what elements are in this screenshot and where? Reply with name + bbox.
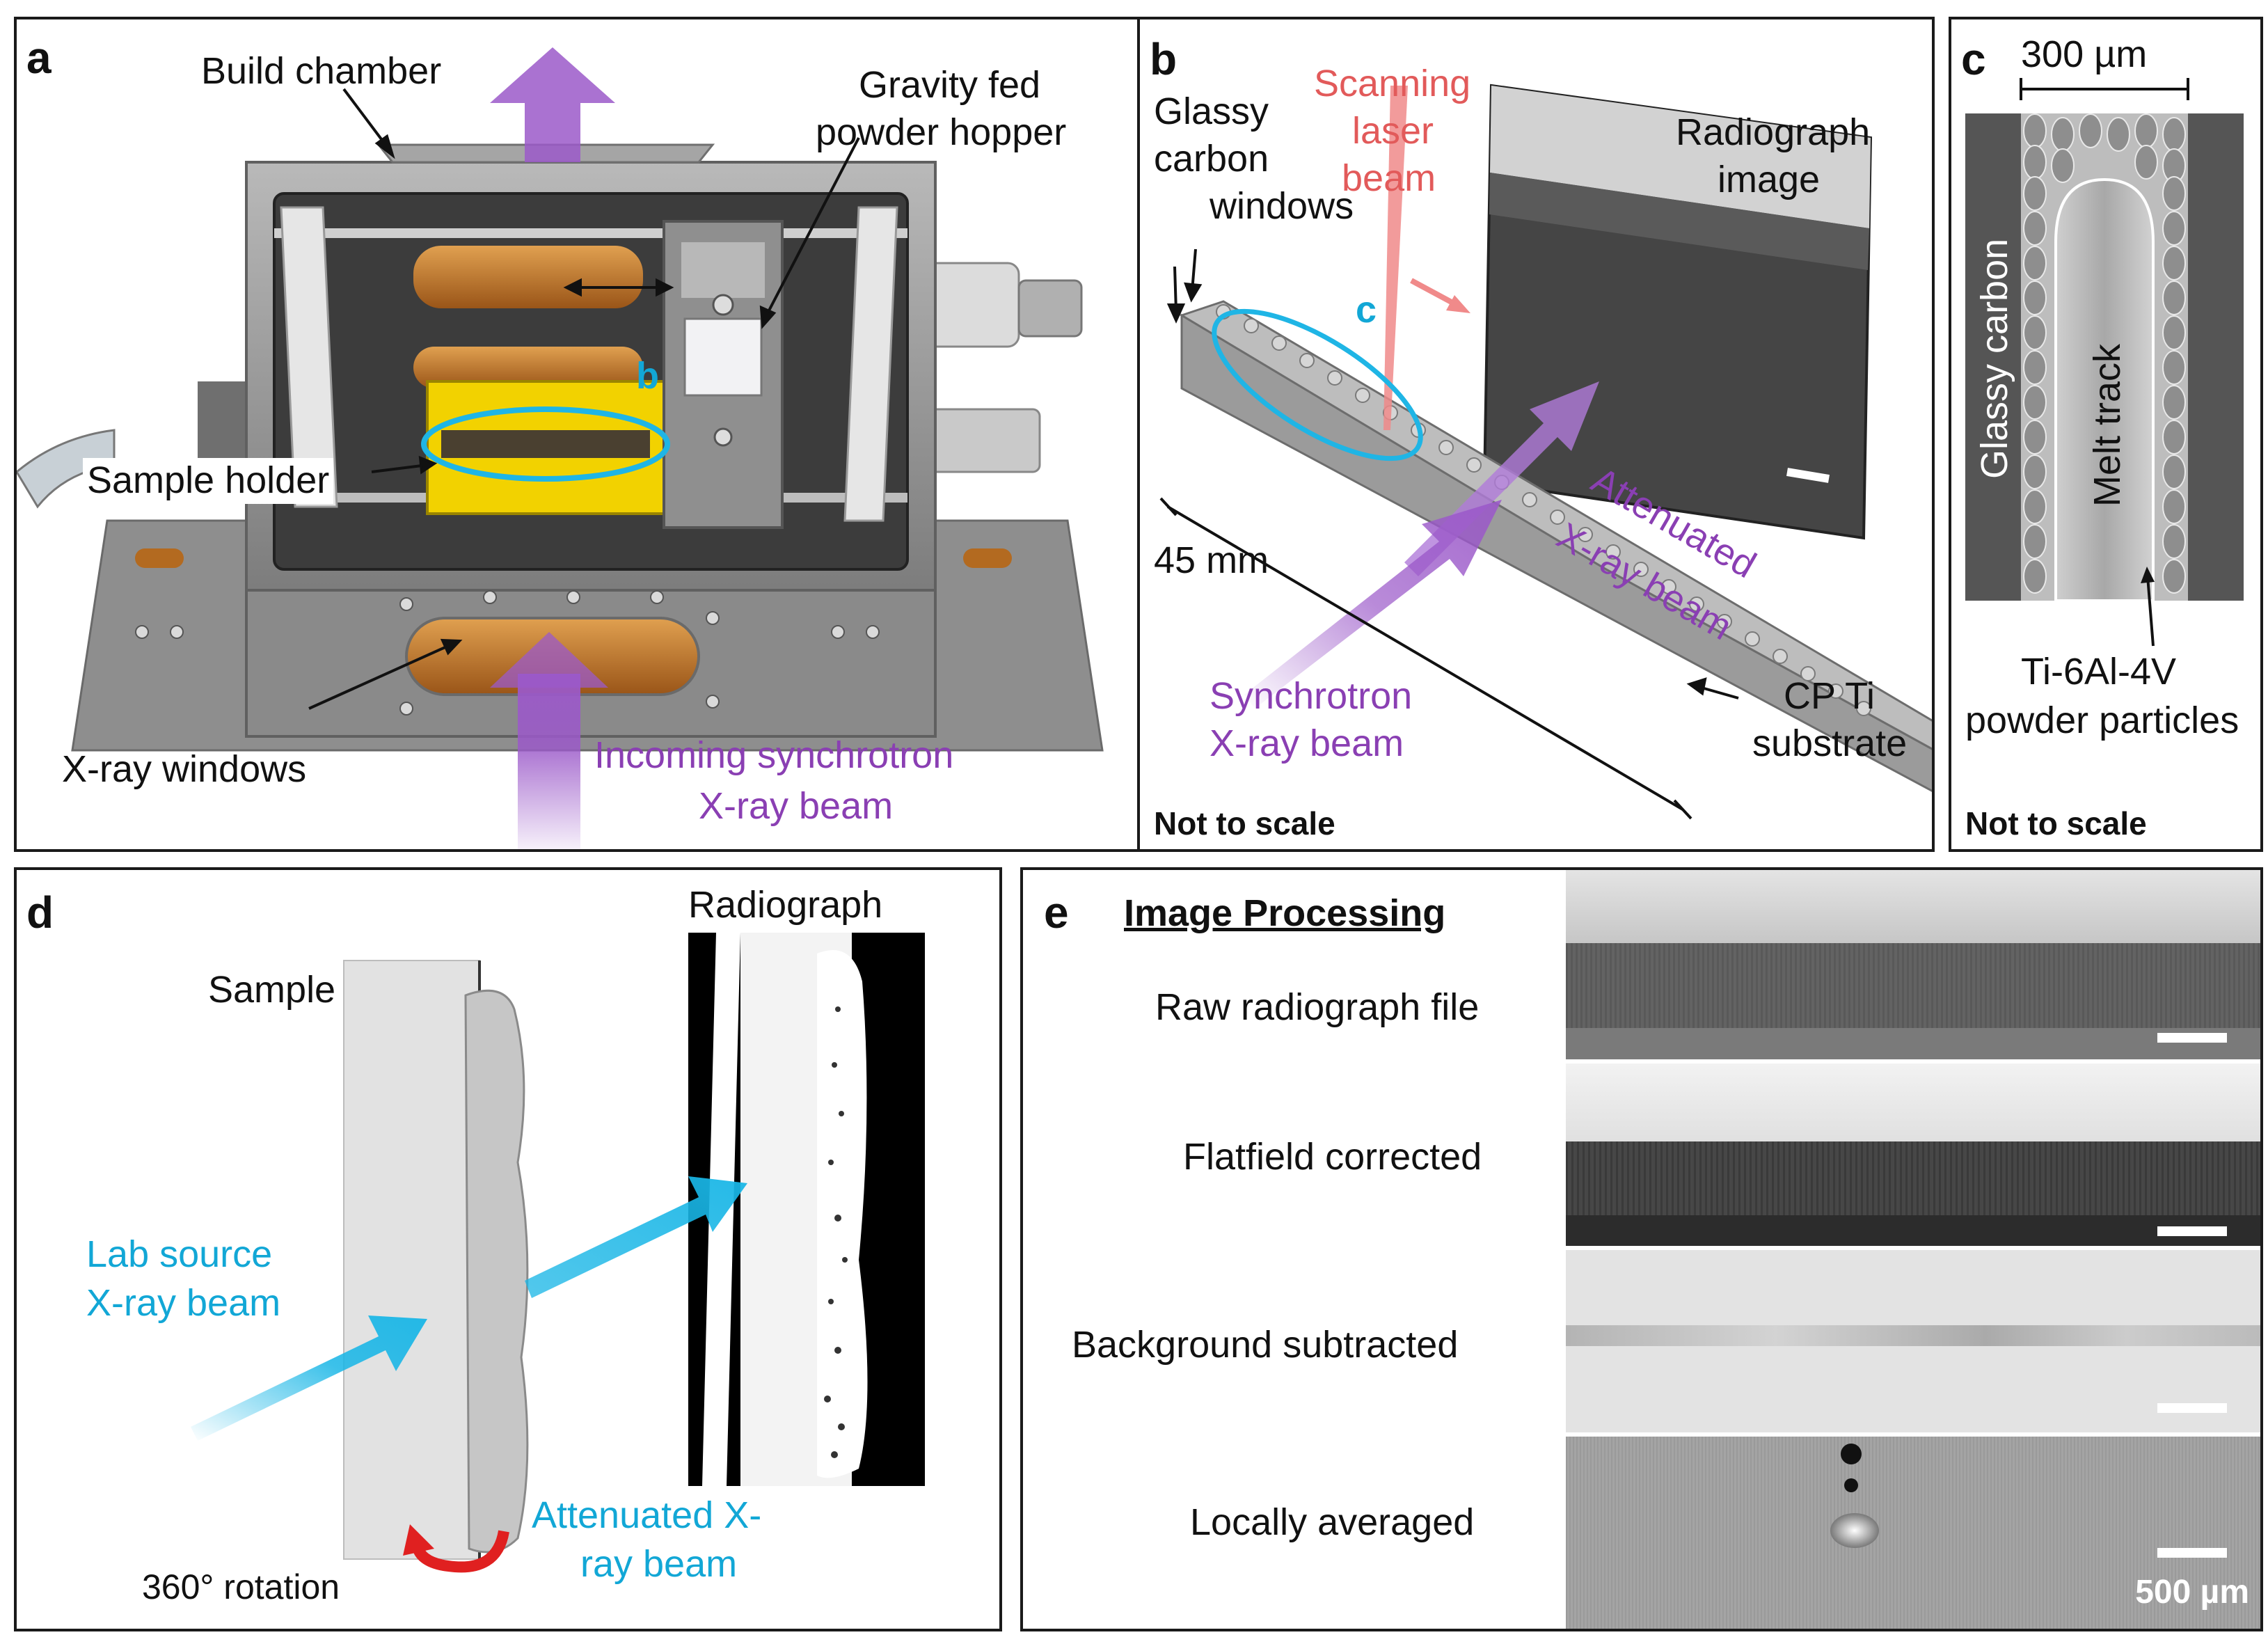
- c-scale-label: 300 µm: [2021, 33, 2148, 75]
- substrate-illustration: [1159, 84, 1932, 820]
- row-label-raw: Raw radiograph file: [1155, 986, 1480, 1028]
- attenuated-d-label-line2: ray beam: [580, 1543, 738, 1585]
- melt-track-label: Melt track: [2086, 343, 2128, 507]
- lab-ct-illustration: [191, 933, 925, 1573]
- c-not-to-scale-label: Not to scale: [1965, 805, 2147, 841]
- laser-label-line1: Scanning: [1314, 63, 1471, 104]
- panel-b-letter: b: [1150, 34, 1177, 84]
- powder-label-line2: powder particles: [1965, 700, 2239, 741]
- row-label-locally-averaged: Locally averaged: [1190, 1501, 1475, 1543]
- radiograph-image-label-line1: Radiograph: [1676, 111, 1871, 153]
- lab-source-label-line1: Lab source: [86, 1233, 273, 1275]
- incoming-label-line1: Incoming synchrotron: [594, 734, 954, 776]
- row-label-background: Background subtracted: [1072, 1324, 1459, 1366]
- radiograph-label: Radiograph: [688, 884, 883, 926]
- row-label-flatfield: Flatfield corrected: [1183, 1136, 1482, 1178]
- substrate-label-line2: substrate: [1752, 722, 1908, 764]
- not-to-scale-label: Not to scale: [1154, 805, 1335, 841]
- powder-label-line1: Ti-6Al-4V: [2021, 651, 2177, 693]
- glassy-carbon-label: Glassy carbon: [1974, 238, 2015, 479]
- locally-averaged-image: 500 µm: [1566, 1437, 2260, 1629]
- panel-b: b Glassy carbon windows Scanning laser b…: [1137, 17, 1935, 852]
- e-scale-label: 500 µm: [2135, 1574, 2249, 1611]
- chamber-illustration: [17, 47, 1104, 849]
- glassy-label-line1: Glassy: [1154, 90, 1269, 132]
- background-subtracted-image: [1566, 1250, 2260, 1432]
- panel-a: a Build chamber Gravity fed powder hoppe…: [14, 17, 1155, 852]
- radiograph-image-label-line2: image: [1718, 159, 1821, 200]
- laser-label-line2: laser: [1352, 110, 1434, 152]
- panel-d-letter: d: [26, 887, 54, 938]
- attenuated-d-label-line1: Attenuated X-: [532, 1494, 762, 1536]
- c-marker: c: [1356, 289, 1377, 331]
- melt-track-illustration: [1951, 78, 2260, 768]
- image-processing-heading: Image Processing: [1124, 892, 1446, 934]
- sample-label: Sample: [208, 969, 336, 1011]
- glassy-label-line2: carbon: [1154, 138, 1269, 180]
- panel-d: d Radiograph Sample Lab source X-ray bea…: [14, 867, 1002, 1631]
- sample-holder-label: Sample holder: [83, 458, 334, 504]
- synchrotron-label-line2: X-ray beam: [1210, 722, 1404, 764]
- rotation-label: 360° rotation: [142, 1567, 340, 1606]
- length-label: 45 mm: [1154, 539, 1269, 581]
- hopper-label-line2: powder hopper: [816, 111, 1067, 153]
- panel-e: e Image Processing Raw radiograph file F…: [1020, 867, 2263, 1631]
- hopper-label-line1: Gravity fed: [859, 64, 1041, 106]
- panel-a-letter: a: [26, 33, 51, 83]
- incoming-label-line2: X-ray beam: [699, 785, 894, 827]
- synchrotron-label-line1: Synchrotron: [1210, 675, 1413, 717]
- substrate-label-line1: CP Ti: [1784, 675, 1876, 717]
- b-marker: b: [636, 355, 659, 397]
- laser-label-line3: beam: [1342, 157, 1436, 199]
- raw-radiograph-image: [1566, 870, 2260, 1059]
- build-chamber-label: Build chamber: [201, 50, 442, 92]
- flatfield-corrected-image: [1566, 1064, 2260, 1246]
- lab-source-label-line2: X-ray beam: [86, 1282, 281, 1324]
- xray-windows-label: X-ray windows: [62, 748, 307, 790]
- panel-e-letter: e: [1044, 887, 1069, 938]
- panel-c-letter: c: [1961, 34, 1986, 84]
- glassy-label-line3: windows: [1210, 185, 1354, 227]
- panel-c: c 300 µm Glassy carbon Melt track Ti-6Al…: [1949, 17, 2263, 852]
